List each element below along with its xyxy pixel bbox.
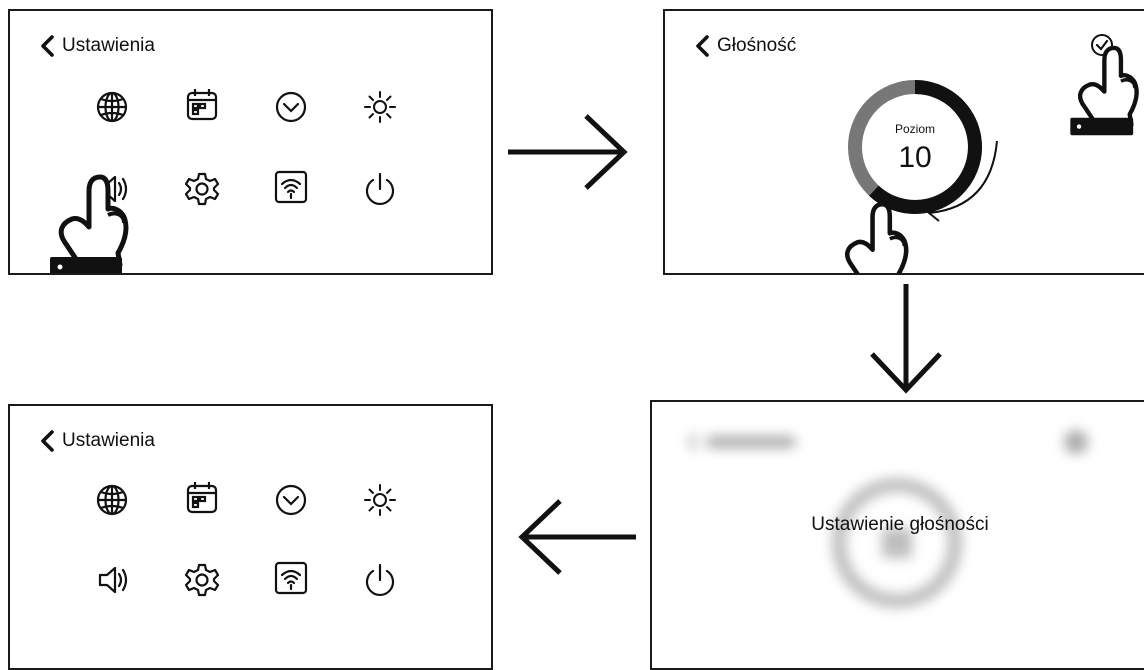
chevron-left-icon — [41, 35, 54, 57]
back-button[interactable]: Ustawienia — [40, 430, 155, 452]
arrow-down-icon — [870, 284, 942, 394]
globe-icon[interactable] — [94, 89, 130, 125]
brightness-icon[interactable] — [362, 482, 398, 518]
hand-pointer-icon — [50, 174, 129, 273]
dial-level-arc — [869, 80, 982, 214]
volume-dial[interactable]: Poziom 10 — [829, 67, 1009, 227]
confirmation-screen: Ustawienie głośności — [650, 400, 1144, 670]
confirmation-message: Ustawienie głośności — [811, 514, 989, 535]
power-icon[interactable] — [362, 562, 398, 598]
clock-icon[interactable] — [273, 482, 309, 518]
back-button[interactable]: Ustawienia — [40, 35, 155, 57]
arrow-right-icon — [508, 114, 628, 190]
volume-screen: Głośność Poziom 10 — [663, 9, 1144, 275]
arrow-left-icon — [518, 499, 636, 575]
checkmark-icon[interactable] — [1090, 33, 1114, 57]
power-icon[interactable] — [362, 171, 398, 207]
hand-pointer-icon — [1070, 45, 1139, 136]
wifi-icon[interactable] — [273, 560, 309, 596]
calendar-icon[interactable] — [184, 87, 220, 123]
settings-screen: Ustawienia — [8, 9, 493, 275]
screen-title: Ustawienia — [62, 430, 155, 451]
calendar-icon[interactable] — [184, 480, 220, 516]
chevron-left-icon — [696, 35, 709, 57]
screen-title: Głośność — [717, 35, 797, 56]
hand-pointer-icon — [845, 202, 909, 273]
gear-icon[interactable] — [184, 562, 220, 598]
brightness-icon[interactable] — [362, 89, 398, 125]
speaker-icon[interactable] — [96, 562, 132, 598]
back-button[interactable]: Głośność — [695, 35, 796, 57]
clock-icon[interactable] — [273, 89, 309, 125]
blurred-background — [652, 402, 1144, 668]
settings-screen-after: Ustawienia — [8, 404, 493, 670]
screen-title: Ustawienia — [62, 35, 155, 56]
globe-icon[interactable] — [94, 482, 130, 518]
rotate-gesture-arrow — [928, 140, 998, 214]
dial-caption: Poziom — [895, 122, 935, 136]
chevron-left-icon — [41, 430, 54, 452]
dial-value: 10 — [898, 141, 931, 174]
gear-icon[interactable] — [184, 171, 220, 207]
wifi-icon[interactable] — [273, 169, 309, 205]
